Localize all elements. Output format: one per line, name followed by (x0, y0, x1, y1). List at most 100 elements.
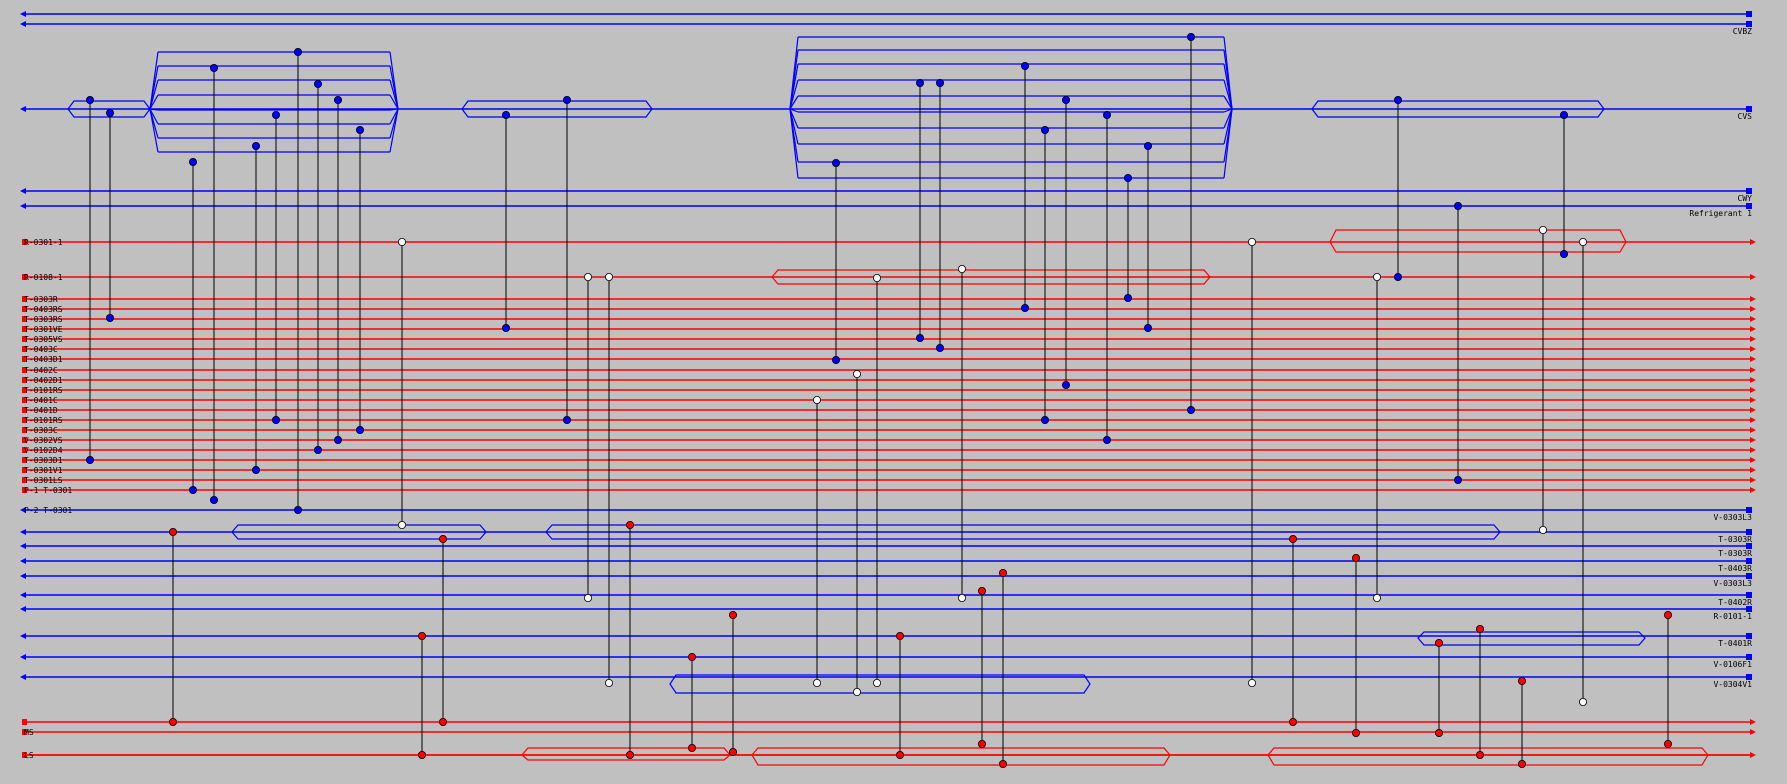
exchanger-node-icon[interactable] (501, 323, 510, 332)
heat-exchanger-match-37[interactable] (168, 528, 177, 727)
heat-exchanger-match-45[interactable] (999, 569, 1008, 769)
heat-exchanger-match-9[interactable] (333, 96, 342, 444)
exchanger-node-icon[interactable] (333, 435, 342, 444)
exchanger-node-icon[interactable] (188, 157, 197, 166)
exchanger-node-icon[interactable] (168, 718, 177, 727)
exchanger-node-icon[interactable] (978, 587, 987, 596)
exchanger-node-icon[interactable] (605, 272, 614, 281)
exchanger-node-icon[interactable] (1289, 535, 1298, 544)
exchanger-node-icon[interactable] (397, 237, 406, 246)
heat-exchanger-match-10[interactable] (355, 126, 364, 434)
exchanger-node-icon[interactable] (584, 594, 593, 603)
exchanger-node-icon[interactable] (1560, 249, 1569, 258)
exchanger-node-icon[interactable] (1144, 141, 1153, 150)
heat-exchanger-match-23[interactable] (1021, 62, 1030, 312)
exchanger-node-icon[interactable] (1579, 698, 1588, 707)
exchanger-node-icon[interactable] (1248, 237, 1257, 246)
heat-exchanger-match-31[interactable] (1373, 272, 1382, 603)
heat-exchanger-match-8[interactable] (313, 80, 322, 454)
exchanger-node-icon[interactable] (251, 465, 260, 474)
exchanger-node-icon[interactable] (209, 64, 218, 73)
heat-exchanger-match-26[interactable] (1103, 111, 1112, 444)
exchanger-node-icon[interactable] (729, 611, 738, 620)
exchanger-node-icon[interactable] (271, 415, 280, 424)
exchanger-node-icon[interactable] (86, 455, 95, 464)
exchanger-node-icon[interactable] (999, 569, 1008, 578)
heat-exchanger-match-11[interactable] (397, 237, 406, 530)
heat-exchanger-match-49[interactable] (1476, 625, 1485, 760)
heat-exchanger-match-2[interactable] (106, 109, 115, 322)
heat-exchanger-match-43[interactable] (896, 632, 905, 760)
exchanger-node-icon[interactable] (999, 760, 1008, 769)
heat-exchanger-match-15[interactable] (605, 272, 614, 688)
heat-exchanger-match-41[interactable] (688, 653, 697, 753)
exchanger-node-icon[interactable] (1539, 225, 1548, 234)
exchanger-node-icon[interactable] (417, 632, 426, 641)
heat-exchanger-match-42[interactable] (729, 611, 738, 757)
heat-exchanger-match-14[interactable] (584, 272, 593, 603)
exchanger-node-icon[interactable] (605, 679, 614, 688)
exchanger-node-icon[interactable] (86, 96, 95, 105)
heat-exchanger-match-27[interactable] (1124, 173, 1133, 302)
exchanger-node-icon[interactable] (813, 395, 822, 404)
exchanger-node-icon[interactable] (1560, 111, 1569, 120)
exchanger-node-icon[interactable] (1664, 611, 1673, 620)
exchanger-node-icon[interactable] (1394, 272, 1403, 281)
exchanger-node-icon[interactable] (1021, 62, 1030, 71)
exchanger-node-icon[interactable] (1435, 639, 1444, 648)
exchanger-node-icon[interactable] (832, 355, 841, 364)
exchanger-node-icon[interactable] (1021, 303, 1030, 312)
exchanger-node-icon[interactable] (1144, 323, 1153, 332)
exchanger-node-icon[interactable] (1454, 201, 1463, 210)
exchanger-node-icon[interactable] (813, 679, 822, 688)
exchanger-node-icon[interactable] (188, 485, 197, 494)
heat-exchanger-match-29[interactable] (1187, 33, 1196, 414)
exchanger-node-icon[interactable] (626, 521, 635, 530)
exchanger-node-icon[interactable] (1352, 729, 1361, 738)
heat-exchanger-match-32[interactable] (1394, 96, 1403, 281)
exchanger-node-icon[interactable] (958, 594, 967, 603)
exchanger-node-icon[interactable] (1248, 679, 1257, 688)
exchanger-node-icon[interactable] (1041, 415, 1050, 424)
exchanger-node-icon[interactable] (978, 740, 987, 749)
heat-exchanger-match-17[interactable] (873, 273, 882, 688)
heat-exchanger-match-4[interactable] (209, 64, 218, 504)
exchanger-node-icon[interactable] (1041, 126, 1050, 135)
heat-exchanger-match-21[interactable] (936, 79, 945, 352)
heat-exchanger-match-5[interactable] (251, 141, 260, 474)
heat-exchanger-match-3[interactable] (188, 157, 197, 494)
exchanger-node-icon[interactable] (563, 415, 572, 424)
exchanger-node-icon[interactable] (106, 313, 115, 322)
exchanger-node-icon[interactable] (1352, 554, 1361, 563)
exchanger-node-icon[interactable] (1518, 760, 1527, 769)
exchanger-node-icon[interactable] (293, 48, 302, 57)
heat-exchanger-match-19[interactable] (853, 369, 862, 697)
exchanger-node-icon[interactable] (417, 751, 426, 760)
exchanger-node-icon[interactable] (936, 343, 945, 352)
heat-exchanger-match-35[interactable] (1560, 111, 1569, 258)
exchanger-node-icon[interactable] (896, 751, 905, 760)
heat-exchanger-match-40[interactable] (626, 521, 635, 760)
exchanger-node-icon[interactable] (1518, 677, 1527, 686)
exchanger-node-icon[interactable] (958, 264, 967, 273)
heat-exchanger-match-6[interactable] (271, 111, 280, 424)
heat-exchanger-match-50[interactable] (1518, 677, 1527, 769)
heat-exchanger-match-36[interactable] (1579, 237, 1588, 707)
heat-exchanger-match-48[interactable] (1435, 639, 1444, 738)
exchanger-node-icon[interactable] (1394, 96, 1403, 105)
heat-exchanger-match-12[interactable] (501, 111, 510, 332)
exchanger-node-icon[interactable] (1476, 625, 1485, 634)
exchanger-node-icon[interactable] (313, 80, 322, 89)
exchanger-node-icon[interactable] (1187, 33, 1196, 42)
exchanger-node-icon[interactable] (1476, 751, 1485, 760)
exchanger-node-icon[interactable] (501, 111, 510, 120)
exchanger-node-icon[interactable] (896, 632, 905, 641)
exchanger-node-icon[interactable] (293, 505, 302, 514)
heat-exchanger-match-51[interactable] (1664, 611, 1673, 749)
heat-exchanger-match-47[interactable] (1352, 554, 1361, 738)
exchanger-node-icon[interactable] (873, 273, 882, 282)
exchanger-node-icon[interactable] (1062, 96, 1071, 105)
heat-exchanger-match-44[interactable] (978, 587, 987, 749)
exchanger-node-icon[interactable] (251, 141, 260, 150)
heat-exchanger-match-25[interactable] (1062, 96, 1071, 389)
